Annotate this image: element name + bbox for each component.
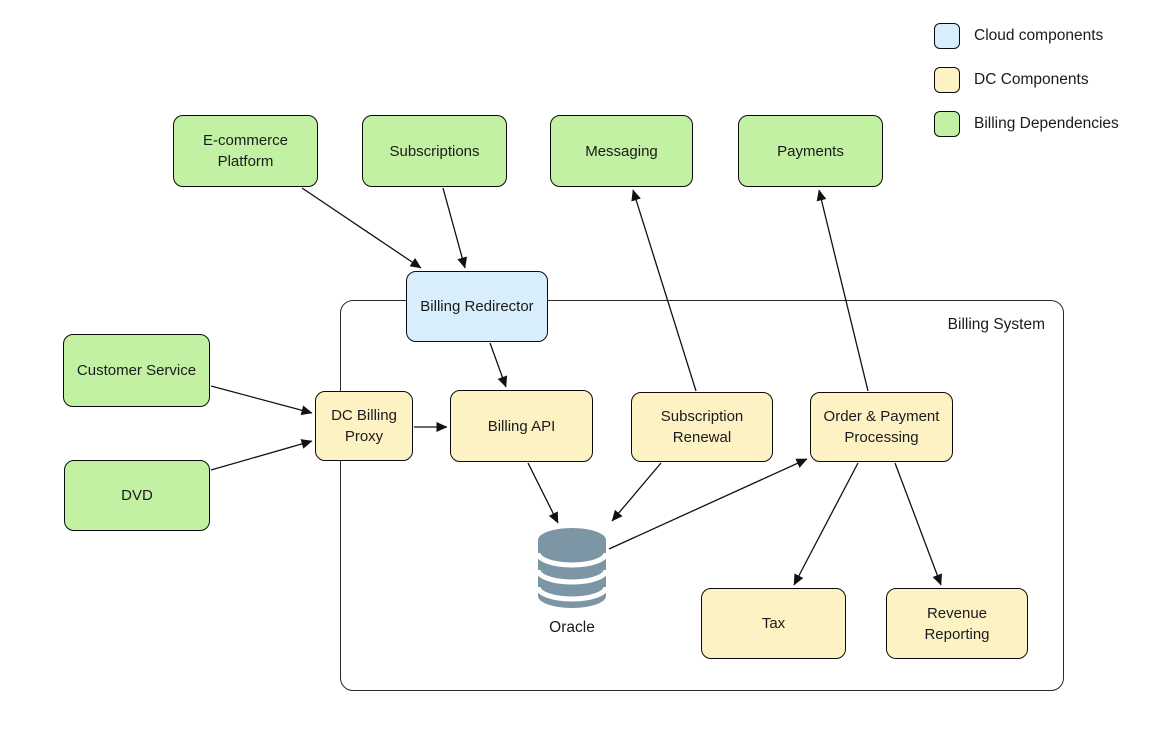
node-subscriptions: Subscriptions <box>362 115 507 187</box>
edge-ecommerce-billing_redirector <box>301 187 422 269</box>
legend-row-dc: DC Components <box>934 67 1119 93</box>
node-label: Customer Service <box>76 362 197 379</box>
legend-row-cloud: Cloud components <box>934 23 1119 49</box>
node-label: Tax <box>761 615 786 632</box>
node-subscription-renewal: Subscription Renewal <box>631 392 773 462</box>
node-customer-service: Customer Service <box>63 334 210 407</box>
node-label: Messaging <box>585 142 658 160</box>
node-revenue-reporting: Revenue Reporting <box>886 588 1028 659</box>
node-tax: Tax <box>701 588 846 659</box>
node-dc-billing-proxy: DC Billing Proxy <box>315 391 413 461</box>
legend: Cloud components DC Components Billing D… <box>934 23 1119 155</box>
legend-label: Cloud components <box>974 27 1104 44</box>
billing-system-container: Billing System <box>340 300 1064 691</box>
node-messaging: Messaging <box>550 115 693 187</box>
legend-row-dependencies: Billing Dependencies <box>934 111 1119 137</box>
node-label: Billing API <box>487 417 556 435</box>
node-label: DC Billing Proxy <box>331 407 397 445</box>
edge-customer_service-dc_billing_proxy <box>210 385 313 416</box>
node-label: Payments <box>777 142 844 160</box>
database-ridge <box>535 586 609 602</box>
legend-swatch-dependencies <box>934 111 960 137</box>
node-payments: Payments <box>738 115 883 187</box>
node-label: Subscription Renewal <box>660 408 744 446</box>
node-label: Revenue Reporting <box>924 604 990 643</box>
database-ridge <box>535 569 609 585</box>
node-billing-redirector: Billing Redirector <box>406 271 548 342</box>
oracle-database: Oracle <box>535 524 609 637</box>
legend-swatch-dc <box>934 67 960 93</box>
oracle-label: Oracle <box>549 619 595 636</box>
database-ridge <box>535 552 609 568</box>
legend-swatch-cloud <box>934 23 960 49</box>
node-order-payment-processing: Order & Payment Processing <box>810 392 953 462</box>
node-dvd: DVD <box>64 460 210 531</box>
node-label: DVD <box>121 487 153 504</box>
node-ecommerce-platform: E-commerce Platform <box>173 115 318 187</box>
node-label: Billing Redirector <box>420 298 534 315</box>
edge-dvd-dc_billing_proxy <box>210 439 313 471</box>
billing-system-label: Billing System <box>947 316 1045 333</box>
node-billing-api: Billing API <box>450 390 593 462</box>
legend-label: Billing Dependencies <box>974 115 1119 132</box>
legend-label: DC Components <box>974 71 1089 88</box>
database-body <box>538 528 606 608</box>
edge-subscriptions-billing_redirector <box>442 187 468 269</box>
node-label: E-commerce Platform <box>202 132 288 170</box>
node-label: Order & Payment Processing <box>823 408 940 446</box>
node-label: Subscriptions <box>389 142 480 160</box>
database-cylinder-icon <box>535 528 609 608</box>
